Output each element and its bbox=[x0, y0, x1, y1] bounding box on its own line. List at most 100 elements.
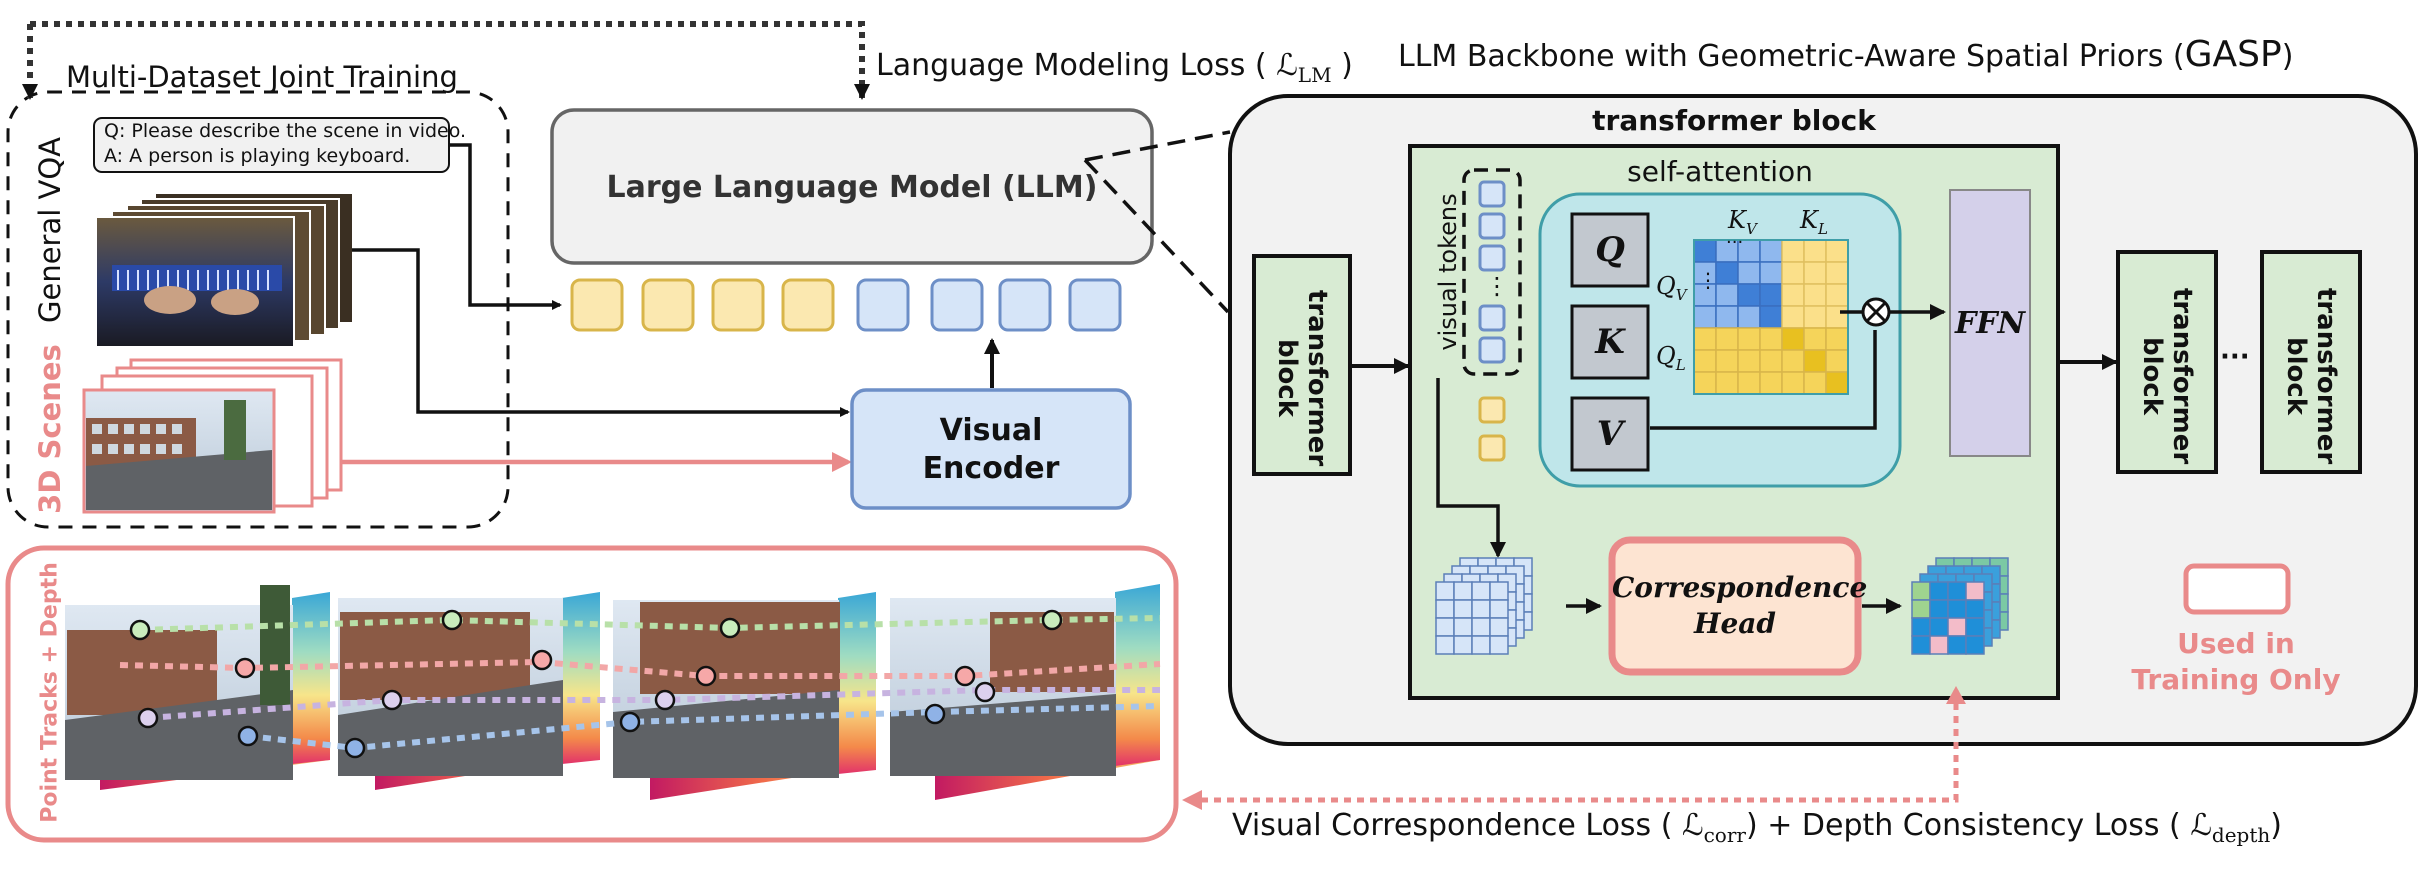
track-points bbox=[129, 609, 1063, 759]
kv-sub: V bbox=[1745, 219, 1757, 238]
attention-cell bbox=[1803, 283, 1827, 307]
correspondence-head-box bbox=[1608, 536, 1862, 676]
attention-cell bbox=[1781, 239, 1805, 263]
scenes-3d-label: 3D Scenes bbox=[33, 344, 67, 514]
transformer-block-title: transformer block bbox=[1592, 104, 1876, 137]
attention-cell bbox=[1781, 371, 1805, 395]
attention-cell bbox=[1781, 261, 1805, 285]
self-attention-label: self-attention bbox=[1627, 155, 1813, 188]
correspondence-head-line1: Correspondence bbox=[1612, 571, 1868, 604]
visual-token-squares bbox=[1478, 180, 1506, 462]
llm-label: Large Language Model (LLM) bbox=[606, 170, 1098, 205]
transformer-block-right2-label: transformer block bbox=[2281, 287, 2341, 465]
qv-main: Q bbox=[1656, 272, 1676, 300]
ql-sub: L bbox=[1675, 355, 1686, 374]
kv-label: KV bbox=[1728, 206, 1757, 238]
legend-line1: Used in bbox=[2177, 627, 2295, 660]
q-box bbox=[1570, 212, 1650, 288]
corr-loss-symbol: ℒ bbox=[1681, 808, 1704, 843]
v-label: V bbox=[1596, 414, 1624, 454]
attention-cell bbox=[1803, 239, 1827, 263]
attention-cell bbox=[1737, 283, 1761, 307]
attention-cell bbox=[1759, 349, 1783, 373]
attention-cell bbox=[1825, 283, 1849, 307]
matrix-ellipsis-h: ··· bbox=[1726, 232, 1744, 253]
feature-cell bbox=[1947, 635, 1967, 655]
visual-tokens-label: visual tokens bbox=[1434, 193, 1462, 351]
video-frames bbox=[95, 192, 354, 348]
feature-cell bbox=[1929, 581, 1949, 601]
transformer-block-right1 bbox=[2116, 250, 2218, 474]
track-frames bbox=[65, 584, 1160, 800]
attention-cell bbox=[1781, 305, 1805, 329]
correspondence-head-line2: Head bbox=[1694, 607, 1776, 640]
multi-dataset-title: Multi-Dataset Joint Training bbox=[66, 60, 458, 94]
attention-cell bbox=[1715, 283, 1739, 307]
visual-encoder-line1: Visual bbox=[939, 413, 1043, 448]
token-ellipsis-v: ⋮ bbox=[1485, 272, 1509, 300]
ffn-box bbox=[1949, 189, 2031, 457]
attention-cell bbox=[1803, 349, 1827, 373]
depth-loss-sub: depth bbox=[2211, 823, 2271, 847]
feature-cell bbox=[1947, 581, 1967, 601]
k-label: K bbox=[1595, 322, 1625, 362]
backbone-title-acronym: GASP bbox=[2184, 34, 2282, 75]
attention-cell bbox=[1759, 371, 1783, 395]
attention-cell bbox=[1803, 371, 1827, 395]
ql-main: Q bbox=[1656, 342, 1676, 370]
ql-label: QL bbox=[1656, 342, 1686, 374]
v-box bbox=[1570, 396, 1650, 472]
attention-cell bbox=[1693, 239, 1717, 263]
attention-matrix bbox=[1693, 239, 1849, 395]
transformer-block-right1-label: transformer block bbox=[2137, 287, 2197, 465]
attention-cell bbox=[1715, 371, 1739, 395]
attention-cell bbox=[1715, 327, 1739, 351]
attention-cell bbox=[1693, 371, 1717, 395]
feature-cell bbox=[1965, 581, 1985, 601]
attention-cell bbox=[1781, 283, 1805, 307]
backbone-title: LLM Backbone with Geometric-Aware Spatia… bbox=[1398, 34, 2293, 75]
q-label: Q bbox=[1595, 230, 1625, 270]
attention-cell bbox=[1803, 261, 1827, 285]
feature-cell bbox=[1453, 599, 1473, 619]
llm-box bbox=[550, 108, 1154, 265]
attention-border bbox=[1693, 239, 1849, 395]
bottom-loss-label: Visual Correspondence Loss ( ℒcorr) + De… bbox=[1232, 808, 2282, 847]
legend-line2: Training Only bbox=[2131, 663, 2341, 696]
backbone-panel bbox=[1182, 94, 2418, 810]
feature-cell bbox=[1929, 635, 1949, 655]
general-vqa-label: General VQA bbox=[33, 136, 67, 323]
point-tracks-label: Point Tracks + Depth bbox=[37, 562, 63, 823]
attention-cell bbox=[1715, 305, 1739, 329]
feature-cell bbox=[1965, 635, 1985, 655]
feature-cell bbox=[1929, 599, 1949, 619]
feature-cell bbox=[1435, 617, 1455, 637]
kl-label: KL bbox=[1800, 206, 1828, 238]
lm-loss-close: ) bbox=[1341, 48, 1353, 83]
feature-cell bbox=[1453, 581, 1473, 601]
attention-cell bbox=[1715, 349, 1739, 373]
corr-loss-text: Visual Correspondence Loss ( bbox=[1232, 808, 1673, 843]
attention-cell bbox=[1737, 371, 1761, 395]
scene-frames bbox=[82, 358, 343, 514]
attention-cell bbox=[1803, 327, 1827, 351]
block-ellipsis: ··· bbox=[2220, 342, 2250, 372]
kl-main: K bbox=[1800, 206, 1818, 234]
feature-cell bbox=[1453, 635, 1473, 655]
point-tracks-panel bbox=[5, 545, 1179, 843]
attention-cell bbox=[1759, 261, 1783, 285]
corr-loss-close: ) bbox=[1745, 808, 1758, 843]
attention-cell bbox=[1693, 327, 1717, 351]
feature-cell bbox=[1471, 635, 1491, 655]
visual-tokens-column bbox=[1462, 168, 1522, 376]
lm-loss-symbol: ℒ bbox=[1276, 48, 1298, 83]
feature-cell bbox=[1471, 599, 1491, 619]
vqa-answer-text: A: A person is playing keyboard. bbox=[104, 145, 411, 167]
ffn-label: FFN bbox=[1954, 306, 2026, 341]
k-box bbox=[1570, 304, 1650, 380]
visual-tokens-row bbox=[856, 278, 1122, 332]
transformer-block-left bbox=[1252, 254, 1352, 476]
visual-encoder-line2: Encoder bbox=[922, 451, 1060, 486]
feature-cell bbox=[1471, 581, 1491, 601]
attention-cell bbox=[1759, 283, 1783, 307]
